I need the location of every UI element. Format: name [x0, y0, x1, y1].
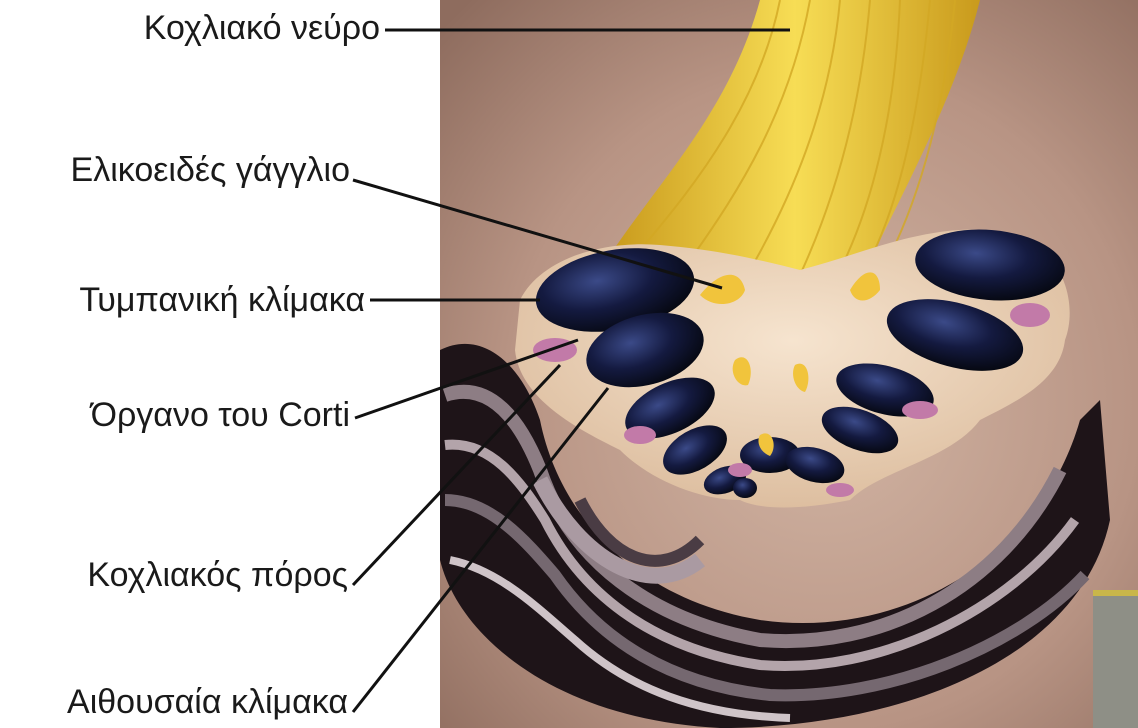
label-scala-vestibuli: Αιθουσαία κλίμακα — [20, 682, 348, 722]
label-organ-of-corti: Όργανο του Corti — [30, 395, 350, 435]
label-spiral-ganglion: Ελικοειδές γάγγλιο — [0, 150, 350, 190]
label-scala-tympani: Τυμπανική κλίμακα — [10, 280, 365, 320]
photo-thumbnail-icon — [1093, 590, 1138, 728]
label-cochlear-nerve: Κοχλιακό νεύρο — [90, 8, 380, 48]
label-cochlear-duct: Κοχλιακός πόρος — [30, 555, 348, 595]
